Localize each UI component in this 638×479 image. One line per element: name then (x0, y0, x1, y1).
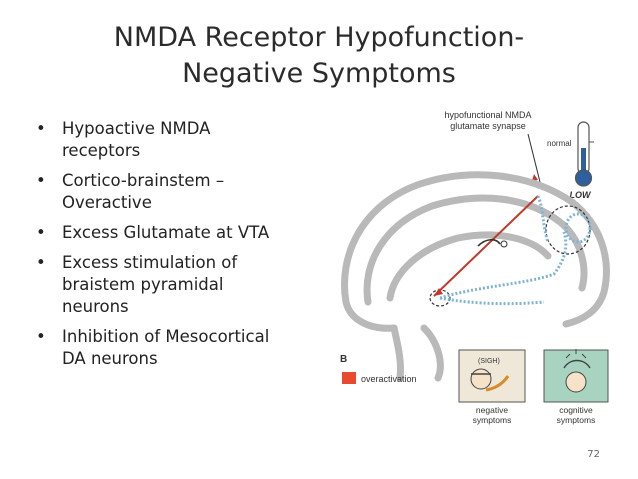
bullet-dot-icon: • (36, 119, 46, 138)
thermometer-low-label: LOW (570, 190, 592, 200)
cognitive-label-line2: symptoms (557, 415, 596, 425)
brain-pathway-figure: hypofunctional NMDA glutamate synapse no… (340, 110, 610, 425)
bullet-dot-icon: • (36, 327, 46, 346)
blue-pathway (439, 231, 568, 300)
cortex-target-circle (545, 205, 591, 255)
negative-symptoms-panel: (SIGH) (458, 349, 526, 403)
synapse-label-line2: glutamate synapse (450, 121, 526, 131)
sigh-label: (SIGH) (478, 358, 500, 365)
cortex-blue-terminal (564, 212, 592, 244)
label-pointer-line (527, 133, 543, 191)
title-line-1: NMDA Receptor Hypofunction- (113, 22, 525, 53)
slide-title: NMDA Receptor Hypofunction- Negative Sym… (0, 20, 638, 92)
title-line-2: Negative Symptoms (182, 58, 456, 89)
overactivation-swatch (342, 372, 356, 384)
bullet-item: •Excess Glutamate at VTA (36, 223, 270, 242)
synapse-icon (477, 238, 508, 248)
negative-label-line1: negative (476, 405, 508, 415)
panel-letter: B (340, 354, 347, 365)
thermometer-icon (574, 121, 594, 187)
legend-label: overactivation (361, 374, 417, 384)
brain-outline (341, 171, 610, 382)
bullet-dot-icon: • (36, 223, 46, 242)
red-pathway-arrow-icon (434, 288, 443, 296)
blue-pathway-upper (536, 195, 550, 243)
synapse-arrow-icon (532, 174, 538, 181)
negative-label-line2: symptoms (473, 415, 512, 425)
red-pathway-line (433, 195, 539, 297)
bullet-dot-icon: • (36, 253, 46, 272)
thermometer-normal-label: normal (547, 139, 572, 148)
blue-pathway-lower (439, 296, 545, 306)
cognitive-label-line1: cognitive (559, 405, 593, 415)
bullet-item: •Cortico-brainstem –Overactive (36, 171, 225, 212)
synapse-label-line1: hypofunctional NMDA (444, 110, 531, 120)
bullet-dot-icon: • (36, 171, 46, 190)
page-number: 72 (587, 449, 600, 460)
cognitive-symptoms-panel (543, 349, 609, 403)
